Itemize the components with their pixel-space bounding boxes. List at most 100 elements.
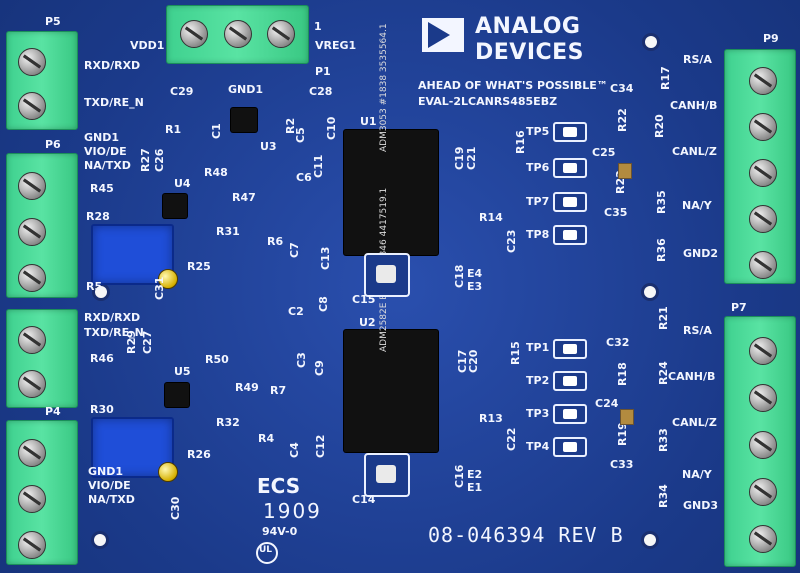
mounting-hole-bottom-right xyxy=(644,286,656,298)
label-one-top: 1 xyxy=(314,20,322,33)
screw-icon xyxy=(749,159,777,187)
label-r35: R35 xyxy=(655,190,668,214)
screw-icon xyxy=(18,370,46,398)
label-c18: C18 xyxy=(453,264,466,288)
label-c21: C21 xyxy=(465,146,478,170)
label-rxd-rxd-top: RXD/RXD xyxy=(84,59,141,72)
label-c26: C26 xyxy=(153,148,166,172)
label-r30: R30 xyxy=(90,403,114,416)
testpoint-tp6 xyxy=(553,158,587,178)
testpoint-tp7 xyxy=(553,192,587,212)
label-vio-de-left: VIO/DE xyxy=(84,145,127,158)
capacitor-c25 xyxy=(618,163,632,179)
ecs-code: 1909 xyxy=(263,499,322,523)
label-r7: R7 xyxy=(270,384,287,397)
label-r31: R31 xyxy=(216,225,240,238)
label-canl-z-top: CANL/Z xyxy=(672,145,717,158)
label-r48: R48 xyxy=(204,166,228,179)
label-c11: C11 xyxy=(312,154,325,178)
label-c13: C13 xyxy=(319,246,332,270)
label-vio-de-bottom: VIO/DE xyxy=(88,479,131,492)
screw-icon xyxy=(224,20,252,48)
label-gnd1-top: GND1 xyxy=(228,83,264,96)
testpoint-tp2 xyxy=(553,371,587,391)
label-gnd2: GND2 xyxy=(683,247,719,260)
label-c14: C14 xyxy=(352,493,376,506)
screw-icon xyxy=(749,525,777,553)
label-canh-b-bottom: CANH/B xyxy=(668,370,716,383)
screw-icon xyxy=(18,485,46,513)
ecs-text: ECS xyxy=(257,474,301,498)
label-u5: U5 xyxy=(174,365,191,378)
label-r25: R25 xyxy=(187,260,211,273)
label-tp5: TP5 xyxy=(526,125,550,138)
brand-tagline: AHEAD OF WHAT'S POSSIBLE™ xyxy=(418,79,608,92)
label-e1: E1 xyxy=(467,481,483,494)
label-r21: R21 xyxy=(657,306,670,330)
screw-icon xyxy=(749,478,777,506)
label-c12: C12 xyxy=(314,434,327,458)
label-gnd3: GND3 xyxy=(683,499,719,512)
label-tp7: TP7 xyxy=(526,195,550,208)
label-r46: R46 xyxy=(90,352,114,365)
screw-icon xyxy=(18,439,46,467)
potentiometer-r25 xyxy=(91,224,178,289)
label-tp3: TP3 xyxy=(526,407,550,420)
label-r27: R27 xyxy=(139,148,152,172)
label-c22: C22 xyxy=(505,427,518,451)
label-u1: U1 xyxy=(360,115,377,128)
label-r33: R33 xyxy=(657,428,670,452)
screw-icon xyxy=(749,431,777,459)
label-rs-a-bottom: RS/A xyxy=(683,324,712,337)
label-c33: C33 xyxy=(610,458,634,471)
label-c29: C29 xyxy=(170,85,194,98)
screw-icon xyxy=(749,337,777,365)
label-c35: C35 xyxy=(604,206,628,219)
terminal-block-p5 xyxy=(6,31,78,130)
crystal-c14 xyxy=(364,453,410,497)
screw-icon xyxy=(18,264,46,292)
testpoint-tp3 xyxy=(553,404,587,424)
label-na-txd-bottom: NA/TXD xyxy=(88,493,135,506)
label-r36: R36 xyxy=(655,238,668,262)
label-c3: C3 xyxy=(295,352,308,368)
screw-icon xyxy=(18,326,46,354)
label-u3: U3 xyxy=(260,140,277,153)
label-canh-b-top: CANH/B xyxy=(670,99,718,112)
screw-icon xyxy=(749,113,777,141)
label-p6: P6 xyxy=(45,138,61,151)
label-c2: C2 xyxy=(288,305,304,318)
label-r50: R50 xyxy=(205,353,229,366)
label-txd-re-n-mid: TXD/RE_N xyxy=(84,326,144,339)
screw-icon xyxy=(749,205,777,233)
screw-icon xyxy=(180,20,208,48)
label-tp8: TP8 xyxy=(526,228,550,241)
label-r45: R45 xyxy=(90,182,114,195)
mounting-hole-bottom-left xyxy=(95,286,107,298)
crystal-c15 xyxy=(364,253,410,297)
screw-icon xyxy=(18,531,46,559)
label-r49: R49 xyxy=(235,381,259,394)
screw-icon xyxy=(749,67,777,95)
label-r22: R22 xyxy=(616,108,629,132)
testpoint-tp1 xyxy=(553,339,587,359)
u1-marking: ADM3053 #1838 3535564.1 xyxy=(379,23,389,152)
label-na-y-bottom: NA/Y xyxy=(682,468,712,481)
label-rs-a-top: RS/A xyxy=(683,53,712,66)
label-p7: P7 xyxy=(731,301,747,314)
ic-u2: ADM2582E BRWZ #1846 4417519.1 xyxy=(340,188,442,452)
terminal-block-p-mid-left xyxy=(6,309,78,408)
ic-u1: ADM3053 #1838 3535564.1 xyxy=(340,23,442,255)
label-c34: C34 xyxy=(610,82,634,95)
label-c27: C27 xyxy=(141,330,154,354)
label-r24: R24 xyxy=(657,361,670,385)
ic-u5 xyxy=(165,383,189,407)
capacitor-c24 xyxy=(620,409,634,425)
label-r5: R5 xyxy=(86,280,103,293)
label-tp6: TP6 xyxy=(526,161,550,174)
label-u2: U2 xyxy=(359,316,376,329)
label-p5: P5 xyxy=(45,15,61,28)
testpoint-tp8 xyxy=(553,225,587,245)
label-vdd1: VDD1 xyxy=(130,39,165,52)
label-c16: C16 xyxy=(453,464,466,488)
